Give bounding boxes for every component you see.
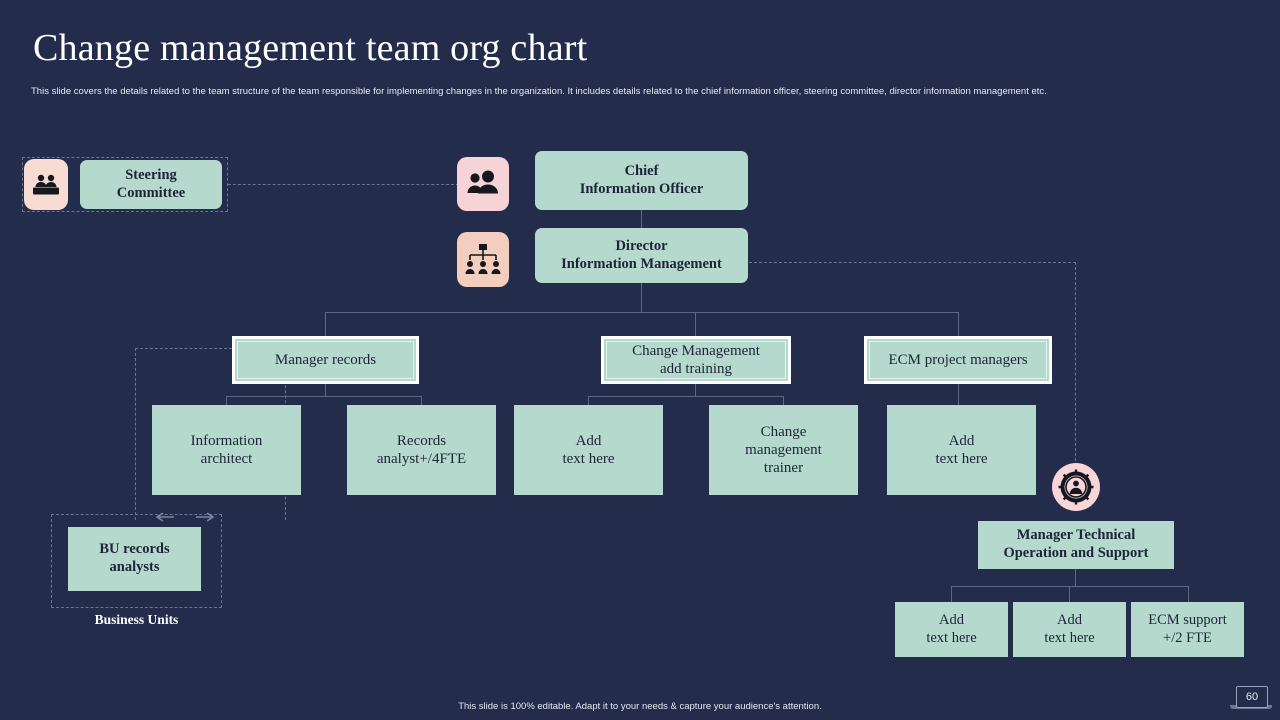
node-mgr-tech-line2: Operation and Support [1003, 545, 1149, 561]
node-steering-line1: Steering [125, 166, 177, 183]
connector-drop-rec-analyst [421, 396, 422, 405]
page-number-badge: 60 [1236, 686, 1268, 708]
business-units-dashed-box [51, 514, 222, 608]
node-add3-line1: Add [939, 611, 964, 628]
node-add4-line2: text here [1044, 629, 1095, 646]
node-add3-line2: text here [926, 629, 977, 646]
connector-mgr-tech-stem [1075, 569, 1076, 586]
node-information-architect[interactable]: Information architect [152, 405, 301, 495]
node-add-text-here-4[interactable]: Add text here [1013, 602, 1126, 657]
connector-drop-ecm-support [1188, 586, 1189, 602]
node-change-management-add-training[interactable]: Change Management add training [601, 336, 791, 384]
node-bu-records-analysts[interactable]: BU records analysts [68, 527, 201, 591]
node-steering-line2: Committee [116, 184, 186, 201]
connector-drop-add1 [588, 396, 589, 405]
node-cio-line2: Information Officer [579, 180, 704, 197]
connector-cio-director [641, 210, 642, 228]
node-ecm-support-line2: +/2 FTE [1163, 629, 1212, 646]
connector-mgr-records-stem [325, 384, 326, 396]
node-info-arch-line1: Information [190, 432, 263, 449]
connector-drop-add3 [951, 586, 952, 602]
node-manager-records[interactable]: Manager records [232, 336, 419, 384]
connector-ecm-pm-stem [958, 384, 959, 405]
node-add2-line1: Add [948, 432, 975, 449]
node-ecm-pm-line1: ECM project managers [888, 351, 1028, 368]
connector-director-stem [641, 283, 642, 312]
node-add-text-here-2[interactable]: Add text here [887, 405, 1036, 495]
node-info-arch-line2: architect [200, 451, 253, 467]
node-mgr-records-line1: Manager records [274, 351, 377, 368]
node-cm-trainer-line2: management [745, 441, 822, 458]
node-bu-records-line2: analysts [109, 559, 160, 575]
connector-director-bus [325, 312, 959, 313]
node-director-information-management[interactable]: Director Information Management [535, 228, 748, 283]
committee-people-icon [24, 159, 68, 210]
node-manager-technical-operation-support[interactable]: Manager Technical Operation and Support [978, 521, 1174, 569]
node-add1-line2: text here [562, 451, 615, 467]
node-mgr-tech-line1: Manager Technical [1016, 527, 1136, 544]
connector-mgrrecords-bu-dash-v [135, 348, 136, 520]
node-change-management-trainer[interactable]: Change management trainer [709, 405, 858, 495]
connector-steering-cio-dashed [228, 184, 459, 185]
connector-director-mgrtech-dash-v [1075, 262, 1076, 466]
connector-drop-info-arch [226, 396, 227, 405]
connector-mgr-records-bus [226, 396, 422, 397]
two-people-icon [457, 157, 509, 211]
node-director-line1: Director [615, 237, 668, 254]
page-subtitle: This slide covers the details related to… [31, 86, 1047, 97]
bu-arrow-right-icon [196, 512, 215, 522]
page-title: Change management team org chart [33, 27, 588, 69]
node-add1-line1: Add [575, 432, 602, 449]
connector-director-mgrtech-dash-h [749, 262, 1076, 263]
node-add-text-here-1[interactable]: Add text here [514, 405, 663, 495]
node-cm-trainer-line1: Change [760, 423, 807, 440]
node-add-text-here-3[interactable]: Add text here [895, 602, 1008, 657]
node-add2-line2: text here [935, 451, 988, 467]
node-steering-committee[interactable]: Steering Committee [80, 160, 222, 209]
business-units-label: Business Units [94, 612, 179, 627]
node-rec-analyst-line2: analyst+/4FTE [376, 451, 467, 467]
bu-arrow-left-icon [155, 512, 174, 522]
connector-drop-mgr-records [325, 312, 326, 336]
node-ecm-support-line1: ECM support [1148, 611, 1227, 628]
node-bu-records-line1: BU records [99, 541, 170, 558]
node-director-line2: Information Management [561, 255, 722, 272]
steering-dashed-frame [22, 157, 228, 212]
connector-cm-training-bus [588, 396, 783, 397]
connector-cm-training-stem [695, 384, 696, 396]
node-cm-training-line2: add training [659, 361, 733, 377]
connector-drop-add4 [1069, 586, 1070, 602]
node-ecm-support[interactable]: ECM support +/2 FTE [1131, 602, 1244, 657]
node-chief-information-officer[interactable]: Chief Information Officer [535, 151, 748, 210]
node-rec-analyst-line1: Records [396, 432, 447, 449]
org-hierarchy-icon [457, 232, 509, 287]
footer-note: This slide is 100% editable. Adapt it to… [458, 701, 822, 712]
connector-drop-cm-training [695, 312, 696, 336]
node-cm-training-line1: Change Management [632, 342, 760, 359]
node-cm-trainer-line3: trainer [763, 460, 804, 477]
node-cio-line1: Chief [624, 162, 659, 179]
gear-person-icon [1052, 463, 1100, 511]
node-records-analyst[interactable]: Records analyst+/4FTE [347, 405, 496, 495]
node-ecm-project-managers[interactable]: ECM project managers [864, 336, 1052, 384]
connector-drop-ecm-pm [958, 312, 959, 336]
connector-drop-cm-trainer [783, 396, 784, 405]
node-add4-line1: Add [1057, 611, 1082, 628]
